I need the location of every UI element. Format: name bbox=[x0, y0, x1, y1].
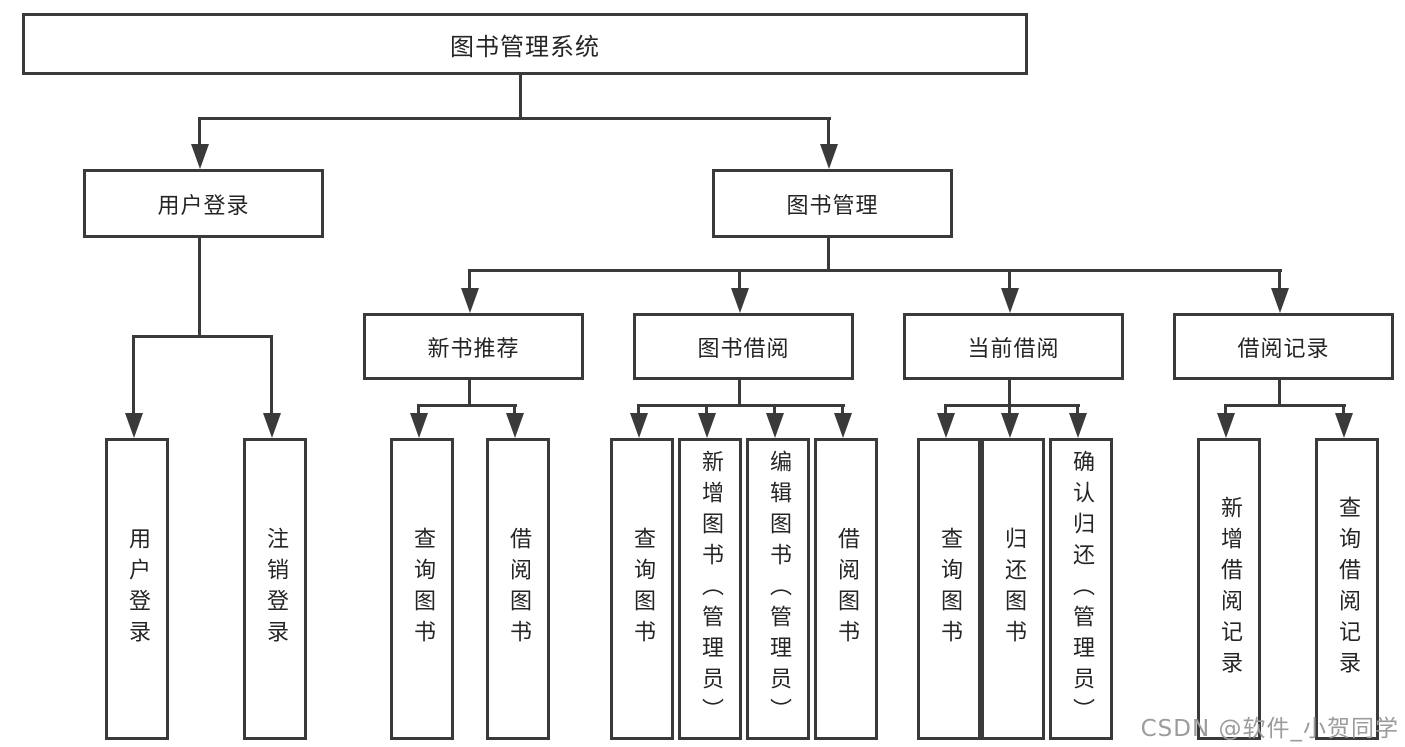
node-new-book-recommend: 新书推荐 bbox=[363, 313, 584, 380]
arrow-down-icon bbox=[1217, 413, 1235, 438]
connector-line bbox=[1342, 404, 1345, 418]
node-label: 查询图书 bbox=[630, 527, 655, 651]
connector-line bbox=[827, 117, 830, 147]
connector-line bbox=[705, 404, 708, 418]
connector-line bbox=[1008, 269, 1011, 291]
arrow-down-icon bbox=[698, 413, 716, 438]
arrow-down-icon bbox=[410, 413, 428, 438]
connector-line bbox=[1224, 404, 1346, 407]
arrow-down-icon bbox=[263, 413, 281, 438]
node-leaf-edit-book-admin: 编辑图书（管理员） bbox=[746, 438, 810, 740]
arrow-down-icon bbox=[461, 288, 479, 313]
node-label: 查询借阅记录 bbox=[1335, 496, 1360, 682]
connector-line bbox=[468, 269, 1282, 272]
arrow-down-icon bbox=[506, 413, 524, 438]
node-label: 借阅图书 bbox=[506, 527, 531, 651]
node-leaf-user-login: 用户登录 bbox=[105, 438, 169, 740]
node-leaf-borrow-book-2: 借阅图书 bbox=[814, 438, 878, 740]
connector-line bbox=[1076, 404, 1079, 418]
node-label: 新增图书（管理员） bbox=[698, 449, 723, 729]
arrow-down-icon bbox=[630, 413, 648, 438]
connector-line bbox=[944, 404, 1080, 407]
connector-line bbox=[637, 404, 845, 407]
arrow-down-icon bbox=[820, 144, 838, 169]
node-current-borrow: 当前借阅 bbox=[903, 313, 1124, 380]
csdn-watermark: CSDN @软件_小贺同学 bbox=[1140, 716, 1399, 742]
connector-line bbox=[468, 269, 471, 291]
connector-line bbox=[1278, 269, 1281, 291]
connector-line bbox=[1278, 374, 1281, 407]
connector-line bbox=[132, 335, 135, 415]
connector-line bbox=[773, 404, 776, 418]
arrow-down-icon bbox=[191, 144, 209, 169]
connector-line bbox=[841, 404, 844, 418]
node-label: 确认归还（管理员） bbox=[1069, 449, 1094, 729]
node-leaf-add-borrow-record: 新增借阅记录 bbox=[1197, 438, 1261, 740]
node-leaf-query-book-2: 查询图书 bbox=[610, 438, 674, 740]
connector-line bbox=[198, 117, 201, 147]
node-book-borrow: 图书借阅 bbox=[633, 313, 854, 380]
connector-line bbox=[198, 117, 831, 120]
node-label: 新增借阅记录 bbox=[1217, 496, 1242, 682]
node-leaf-add-book-admin: 新增图书（管理员） bbox=[678, 438, 742, 740]
arrow-down-icon bbox=[766, 413, 784, 438]
node-leaf-confirm-return-admin: 确认归还（管理员） bbox=[1049, 438, 1113, 740]
node-borrow-records: 借阅记录 bbox=[1173, 313, 1394, 380]
connector-line bbox=[637, 404, 640, 418]
connector-line bbox=[1008, 404, 1011, 418]
connector-line bbox=[417, 404, 420, 418]
node-user-login: 用户登录 bbox=[83, 169, 324, 238]
arrow-down-icon bbox=[834, 413, 852, 438]
node-leaf-return-book: 归还图书 bbox=[981, 438, 1045, 740]
arrow-down-icon bbox=[125, 413, 143, 438]
node-book-management: 图书管理 bbox=[712, 169, 953, 238]
connector-line bbox=[1224, 404, 1227, 418]
node-label: 查询图书 bbox=[937, 527, 962, 651]
connector-line bbox=[944, 404, 947, 418]
node-label: 编辑图书（管理员） bbox=[766, 449, 791, 729]
arrow-down-icon bbox=[731, 288, 749, 313]
node-root: 图书管理系统 bbox=[22, 13, 1028, 75]
arrow-down-icon bbox=[937, 413, 955, 438]
arrow-down-icon bbox=[1001, 413, 1019, 438]
connector-line bbox=[738, 374, 741, 407]
connector-line bbox=[468, 374, 471, 407]
connector-line bbox=[519, 69, 522, 119]
node-label: 借阅图书 bbox=[834, 527, 859, 651]
node-leaf-query-book-3: 查询图书 bbox=[917, 438, 981, 740]
node-label: 注销登录 bbox=[263, 527, 288, 651]
node-label: 归还图书 bbox=[1001, 527, 1026, 651]
node-leaf-query-borrow-record: 查询借阅记录 bbox=[1315, 438, 1379, 740]
connector-line bbox=[827, 232, 830, 272]
arrow-down-icon bbox=[1069, 413, 1087, 438]
node-label: 用户登录 bbox=[125, 527, 150, 651]
connector-line bbox=[132, 335, 273, 338]
connector-line bbox=[198, 232, 201, 337]
arrow-down-icon bbox=[1001, 288, 1019, 313]
connector-line bbox=[417, 404, 517, 407]
node-leaf-logout: 注销登录 bbox=[243, 438, 307, 740]
arrow-down-icon bbox=[1335, 413, 1353, 438]
connector-line bbox=[1008, 374, 1011, 407]
node-label: 查询图书 bbox=[410, 527, 435, 651]
connector-line bbox=[738, 269, 741, 291]
node-leaf-query-book-1: 查询图书 bbox=[390, 438, 454, 740]
node-leaf-borrow-book-1: 借阅图书 bbox=[486, 438, 550, 740]
arrow-down-icon bbox=[1271, 288, 1289, 313]
connector-line bbox=[513, 404, 516, 418]
connector-line bbox=[270, 335, 273, 415]
